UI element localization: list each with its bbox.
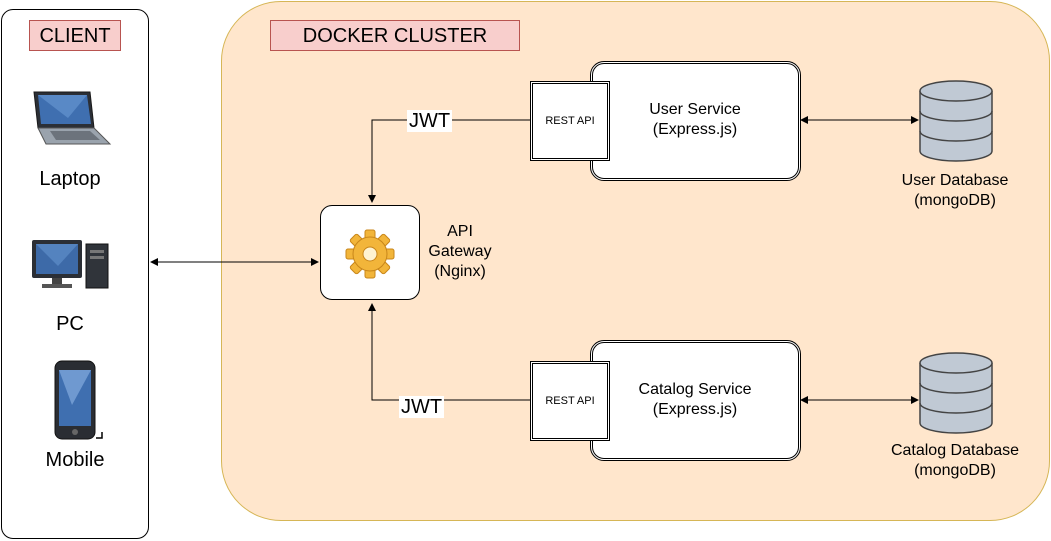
catalog-service-framework: (Express.js) [652, 401, 738, 418]
user-service-name: User Service [649, 101, 741, 118]
user-database-label: User Database (mongoDB) [880, 171, 1030, 211]
catalog-service-box [590, 340, 801, 461]
user-service-label: User Service (Express.js) [610, 100, 780, 140]
user-database-icon [919, 80, 993, 162]
catalog-rest-api-box: REST API [530, 361, 610, 441]
gear-icon [345, 229, 395, 279]
jwt-label-catalog: JWT [399, 396, 445, 418]
catalog-service-gateway-link [368, 303, 530, 401]
cluster-title: DOCKER CLUSTER [270, 20, 520, 51]
user-rest-api-box: REST API [530, 81, 610, 161]
catalog-service-name: Catalog Service [638, 381, 752, 398]
gateway-label-line1: API [447, 223, 473, 240]
laptop-label: Laptop [39, 168, 101, 190]
user-database-name: User Database [901, 172, 1009, 189]
gateway-label-line2: Gateway [428, 243, 492, 260]
user-database-type: (mongoDB) [914, 192, 996, 209]
catalog-database-name: Catalog Database [890, 442, 1020, 459]
catalog-database-type: (mongoDB) [914, 462, 996, 479]
catalog-database-label: Catalog Database (mongoDB) [870, 441, 1040, 481]
user-service-framework: (Express.js) [652, 121, 738, 138]
pc-label: PC [56, 313, 84, 335]
catalog-database-icon [919, 352, 993, 434]
api-gateway-label: API Gateway (Nginx) [420, 222, 500, 282]
mobile-phone-icon [54, 360, 103, 440]
jwt-label-user: JWT [407, 110, 453, 132]
desktop-pc-icon [32, 240, 109, 289]
user-service-gateway-link [368, 119, 530, 203]
catalog-service-label: Catalog Service (Express.js) [605, 380, 785, 420]
laptop-icon [33, 91, 112, 145]
client-title: CLIENT [29, 20, 121, 51]
gateway-label-line3: (Nginx) [434, 263, 486, 280]
mobile-label: Mobile [45, 449, 105, 471]
